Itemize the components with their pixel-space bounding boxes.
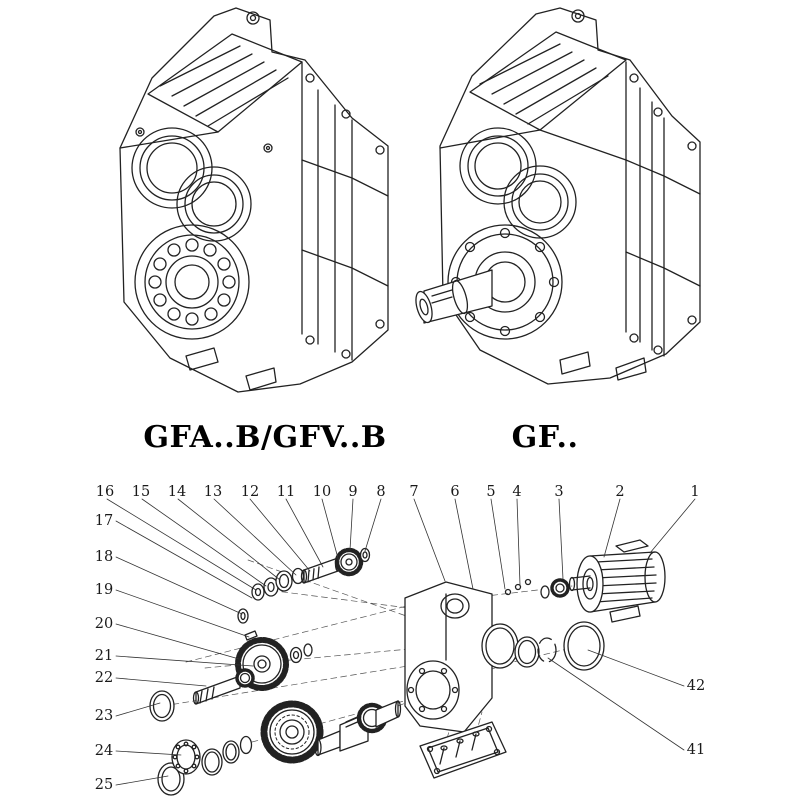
hollow-shaft-bearing	[134, 224, 250, 340]
callout-21: 21	[94, 647, 114, 664]
callout-10: 10	[312, 483, 332, 500]
part-input-gear	[334, 547, 371, 577]
side-tower	[625, 61, 665, 357]
top-ribs-outline	[469, 31, 627, 131]
top-ribs	[479, 43, 609, 125]
callout-5: 5	[486, 483, 496, 500]
callout-6: 6	[450, 483, 460, 500]
callout-9: 9	[348, 483, 358, 500]
gearbox-drawing-left	[119, 7, 389, 393]
part-input-shim-stack	[237, 567, 305, 641]
part-output-shaft	[314, 700, 402, 757]
top-ribs	[159, 45, 289, 127]
callout-4: 4	[512, 483, 522, 500]
callout-11: 11	[276, 483, 296, 500]
part-bearing-stack	[157, 735, 253, 796]
exploded-view	[106, 498, 696, 796]
callout-18: 18	[94, 548, 114, 565]
callout-24: 24	[94, 742, 114, 759]
callout-7: 7	[409, 483, 419, 500]
bearing-boss-upper	[459, 127, 577, 239]
gearbox-drawing-right	[415, 7, 701, 385]
callout-12: 12	[240, 483, 260, 500]
callout-22: 22	[94, 669, 114, 686]
model-label-gfab: GFA..B/GFV..B	[143, 420, 387, 455]
part-output-gear	[260, 700, 324, 764]
side-straps	[301, 159, 389, 287]
eyebolt-hole	[571, 9, 585, 23]
callout-41: 41	[686, 741, 706, 758]
feet	[559, 351, 647, 381]
callout-14: 14	[167, 483, 187, 500]
callout-23: 23	[94, 707, 114, 724]
side-straps	[625, 159, 701, 287]
callout-25: 25	[94, 776, 114, 793]
callout-8: 8	[376, 483, 386, 500]
callout-17: 17	[94, 512, 114, 529]
part-input-shaft	[300, 557, 342, 584]
feet	[185, 347, 277, 391]
part-oil-seal	[149, 690, 175, 722]
leader-lines	[106, 498, 696, 786]
eyebolt-hole	[246, 11, 260, 25]
side-tower	[301, 61, 353, 361]
callout-15: 15	[131, 483, 151, 500]
part-motor	[568, 539, 666, 623]
callout-19: 19	[94, 581, 114, 598]
model-label-gf: GF..	[511, 420, 579, 455]
callout-13: 13	[203, 483, 223, 500]
callout-2: 2	[615, 483, 625, 500]
callout-1: 1	[690, 483, 700, 500]
output-shaft	[415, 269, 493, 324]
callout-3: 3	[554, 483, 564, 500]
part-housing	[404, 581, 493, 733]
callout-20: 20	[94, 615, 114, 632]
callout-42: 42	[686, 677, 706, 694]
part-cover-plate	[419, 721, 507, 779]
output-flange	[447, 224, 563, 340]
part-intermediate-shaft	[192, 668, 255, 705]
part-ring-set	[481, 578, 605, 671]
callout-16: 16	[95, 483, 115, 500]
